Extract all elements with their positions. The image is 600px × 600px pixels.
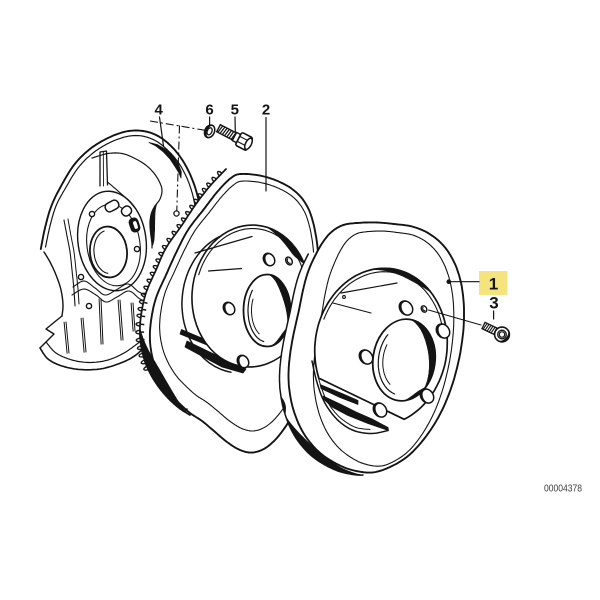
svg-text:4: 4 (155, 102, 164, 119)
svg-text:1: 1 (489, 275, 498, 294)
svg-text:3: 3 (489, 294, 498, 313)
svg-text:2: 2 (262, 102, 270, 119)
svg-text:5: 5 (231, 102, 239, 119)
svg-text:00004378: 00004378 (544, 484, 582, 495)
svg-text:6: 6 (205, 102, 213, 119)
